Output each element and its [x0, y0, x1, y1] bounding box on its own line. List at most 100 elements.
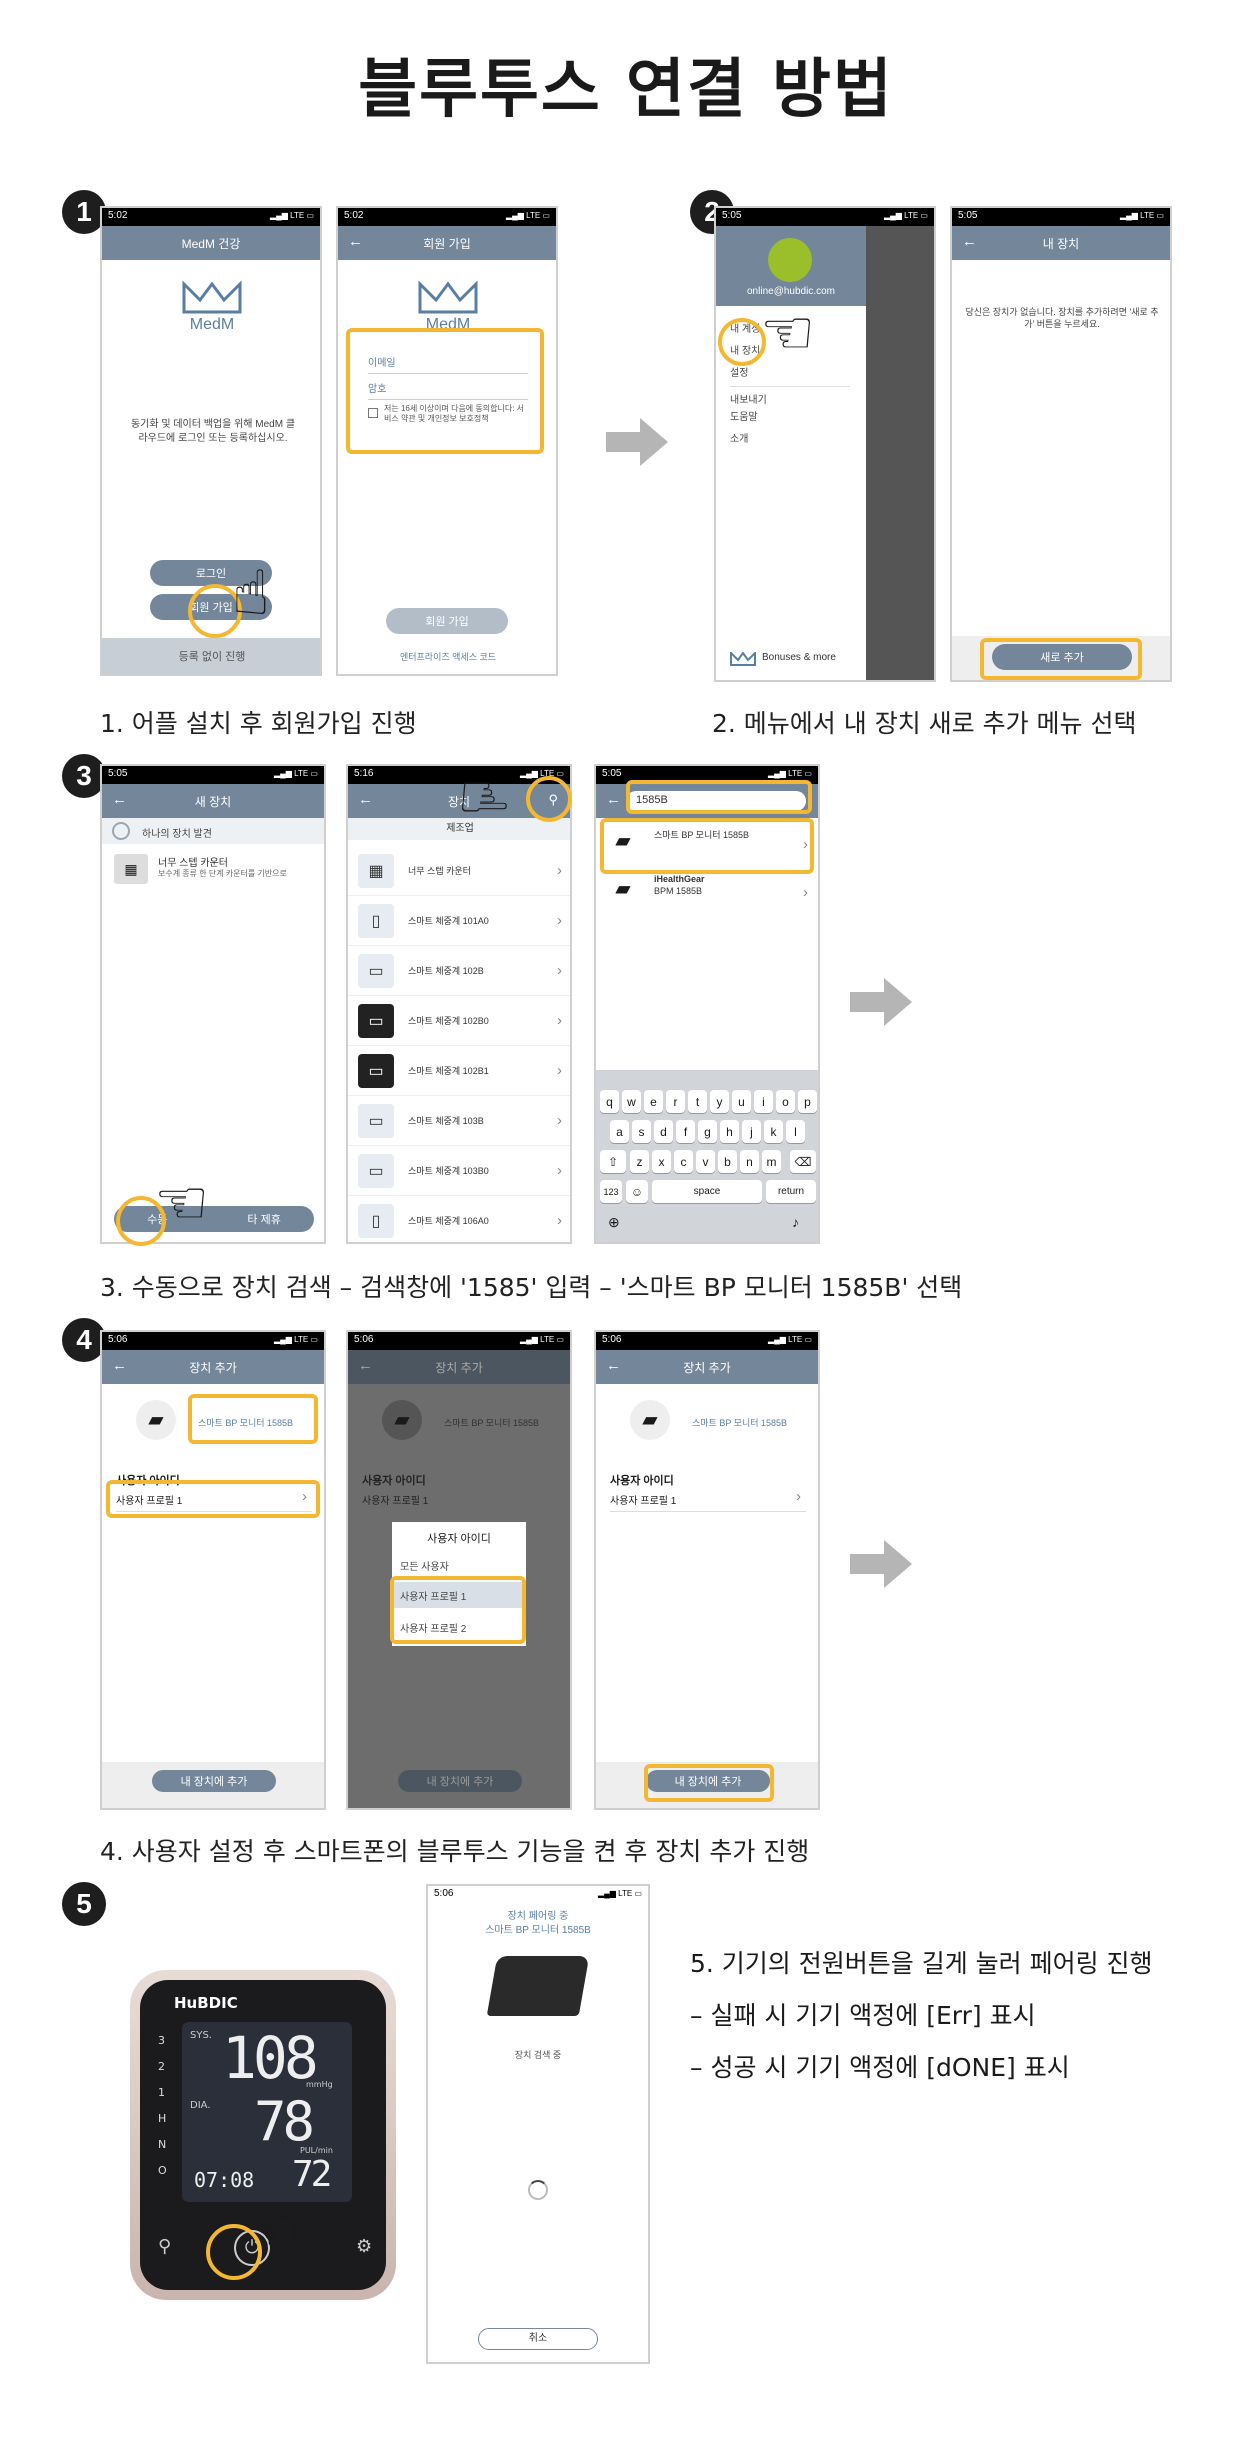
- key-d[interactable]: d: [654, 1120, 673, 1143]
- add-to-my-devices-button[interactable]: 내 장치에 추가: [152, 1770, 276, 1792]
- key-o[interactable]: o: [776, 1090, 795, 1113]
- enterprise-code-link[interactable]: 엔터프라이즈 액세스 코드: [399, 652, 497, 662]
- space-key[interactable]: space: [652, 1180, 762, 1203]
- option-profile-1[interactable]: 사용자 프로필 1: [400, 1592, 467, 1603]
- key-e[interactable]: e: [644, 1090, 663, 1113]
- step-5-badge: 5: [62, 1882, 106, 1926]
- key-u[interactable]: u: [732, 1090, 751, 1113]
- login-button[interactable]: 로그인: [150, 560, 272, 586]
- pointing-hand-icon: ☝: [232, 556, 270, 629]
- bp-monitor-icon: ▰: [615, 878, 631, 900]
- list-item[interactable]: ▦너무 스텝 카운터›: [348, 846, 570, 896]
- key-i[interactable]: i: [754, 1090, 773, 1113]
- key-p[interactable]: p: [798, 1090, 817, 1113]
- list-item[interactable]: ▭스마트 체중계 103B0›: [348, 1146, 570, 1196]
- option-all-users[interactable]: 모든 사용자: [400, 1562, 449, 1573]
- search-input[interactable]: 1585B: [626, 791, 806, 811]
- no-device-message: 당신은 장치가 없습니다. 장치를 추가하려면 '새로 추가' 버튼을 누르세요…: [965, 307, 1159, 329]
- user-profile-select[interactable]: 사용자 프로필 1: [116, 1492, 312, 1512]
- key-q[interactable]: q: [600, 1090, 619, 1113]
- list-item[interactable]: ▯스마트 체중계 106A0›: [348, 1196, 570, 1242]
- result-ihealth[interactable]: BPM 1585B: [654, 886, 703, 896]
- cancel-button[interactable]: 취소: [478, 2328, 598, 2350]
- loading-spinner-icon: [528, 2180, 548, 2200]
- pulse-value: 72: [292, 2154, 332, 2195]
- add-to-my-devices-button[interactable]: 내 장치에 추가: [646, 1770, 770, 1792]
- step4-screen-select-user: 5:06▂▄▆ LTE ▭ ←장치 추가 ▰ 스마트 BP 모니터 1585B …: [346, 1330, 572, 1810]
- key-c[interactable]: c: [674, 1150, 693, 1173]
- list-item[interactable]: ▭스마트 체중계 102B1›: [348, 1046, 570, 1096]
- key-g[interactable]: g: [698, 1120, 717, 1143]
- list-item[interactable]: ▯스마트 체중계 101A0›: [348, 896, 570, 946]
- shift-key[interactable]: ⇧: [600, 1150, 626, 1173]
- list-item[interactable]: ▭스마트 체중계 102B0›: [348, 996, 570, 1046]
- key-l[interactable]: l: [786, 1120, 805, 1143]
- menu-item-help[interactable]: 도움말: [730, 412, 758, 423]
- step3-screen-manufacturer: 5:16▂▄▆ LTE ▭ ←장치⚲ 제조업 ▦너무 스텝 카운터› ▯스마트 …: [346, 764, 572, 1244]
- add-to-my-devices-button[interactable]: 내 장치에 추가: [398, 1770, 522, 1792]
- step4-screen-confirm: 5:06▂▄▆ LTE ▭ ←장치 추가 ▰ 스마트 BP 모니터 1585B …: [594, 1330, 820, 1810]
- key-t[interactable]: t: [688, 1090, 707, 1113]
- key-s[interactable]: s: [632, 1120, 651, 1143]
- menu-item-about[interactable]: 소개: [730, 434, 749, 445]
- key-x[interactable]: x: [652, 1150, 671, 1173]
- return-key[interactable]: return: [766, 1180, 816, 1203]
- key-b[interactable]: b: [718, 1150, 737, 1173]
- result-bp-1585b[interactable]: 스마트 BP 모니터 1585B: [654, 830, 750, 840]
- key-j[interactable]: j: [742, 1120, 761, 1143]
- key-r[interactable]: r: [666, 1090, 685, 1113]
- list-item[interactable]: ▭스마트 체중계 103B›: [348, 1096, 570, 1146]
- numbers-key[interactable]: 123: [600, 1180, 622, 1203]
- back-arrow-icon[interactable]: ←: [606, 791, 621, 808]
- add-new-button[interactable]: 새로 추가: [992, 644, 1132, 670]
- skip-button[interactable]: 등록 없이 진행: [102, 638, 320, 674]
- delete-key[interactable]: ⌫: [790, 1150, 816, 1173]
- back-arrow-icon[interactable]: ←: [962, 233, 977, 250]
- terms-checkbox[interactable]: [368, 408, 378, 418]
- device-name[interactable]: 너무 스텝 카운터: [158, 858, 228, 869]
- back-arrow-icon[interactable]: ←: [112, 791, 127, 808]
- memory-icon[interactable]: ⚲: [158, 2236, 172, 2257]
- menu-item-settings[interactable]: 설정: [730, 368, 749, 379]
- step-2-caption: 2. 메뉴에서 내 장치 새로 추가 메뉴 선택: [712, 709, 1137, 738]
- note-success: – 성공 시 기기 액정에 [dONE] 표시: [690, 2053, 1070, 2082]
- list-item[interactable]: ▭스마트 체중계 102B›: [348, 946, 570, 996]
- step-1-caption: 1. 어플 설치 후 회원가입 진행: [100, 709, 417, 738]
- key-k[interactable]: k: [764, 1120, 783, 1143]
- submit-signup-button[interactable]: 회원 가입: [386, 608, 508, 634]
- back-arrow-icon[interactable]: ←: [348, 233, 363, 250]
- add-new-highlight: [980, 638, 1142, 680]
- back-arrow-icon[interactable]: ←: [112, 1357, 127, 1374]
- bonuses-link[interactable]: Bonuses & more: [762, 652, 836, 663]
- note-pairing: 5. 기기의 전원버튼을 길게 눌러 페어링 진행: [690, 1949, 1153, 1978]
- password-field[interactable]: 암호: [368, 376, 528, 400]
- key-a[interactable]: a: [610, 1120, 629, 1143]
- account-email: online@hubdic.com: [747, 286, 835, 297]
- scan-spinner-icon: [112, 822, 130, 840]
- back-arrow-icon[interactable]: ←: [358, 791, 373, 808]
- key-f[interactable]: f: [676, 1120, 695, 1143]
- key-h[interactable]: h: [720, 1120, 739, 1143]
- user-profile-select[interactable]: 사용자 프로필 1: [362, 1496, 429, 1507]
- key-y[interactable]: y: [710, 1090, 729, 1113]
- email-field[interactable]: 이메일: [368, 350, 528, 374]
- settings-icon[interactable]: ⚙: [356, 2236, 373, 2257]
- back-arrow-icon[interactable]: ←: [358, 1357, 373, 1374]
- key-w[interactable]: w: [622, 1090, 641, 1113]
- globe-icon[interactable]: ⊕: [608, 1214, 620, 1230]
- emoji-key[interactable]: ☺: [626, 1180, 648, 1203]
- menu-item-export[interactable]: 내보내기: [730, 386, 850, 406]
- note-fail: – 실패 시 기기 액정에 [Err] 표시: [690, 2001, 1036, 2030]
- key-n[interactable]: n: [740, 1150, 759, 1173]
- key-z[interactable]: z: [630, 1150, 649, 1173]
- key-m[interactable]: m: [762, 1150, 781, 1173]
- back-arrow-icon[interactable]: ←: [606, 1357, 621, 1374]
- screen-header: 내 장치: [1042, 236, 1080, 251]
- profile-highlight: [106, 1480, 320, 1518]
- key-v[interactable]: v: [696, 1150, 715, 1173]
- option-profile-2[interactable]: 사용자 프로필 2: [400, 1624, 467, 1635]
- microphone-icon[interactable]: ♪: [792, 1214, 799, 1230]
- user-profile-select[interactable]: 사용자 프로필 1: [610, 1492, 806, 1512]
